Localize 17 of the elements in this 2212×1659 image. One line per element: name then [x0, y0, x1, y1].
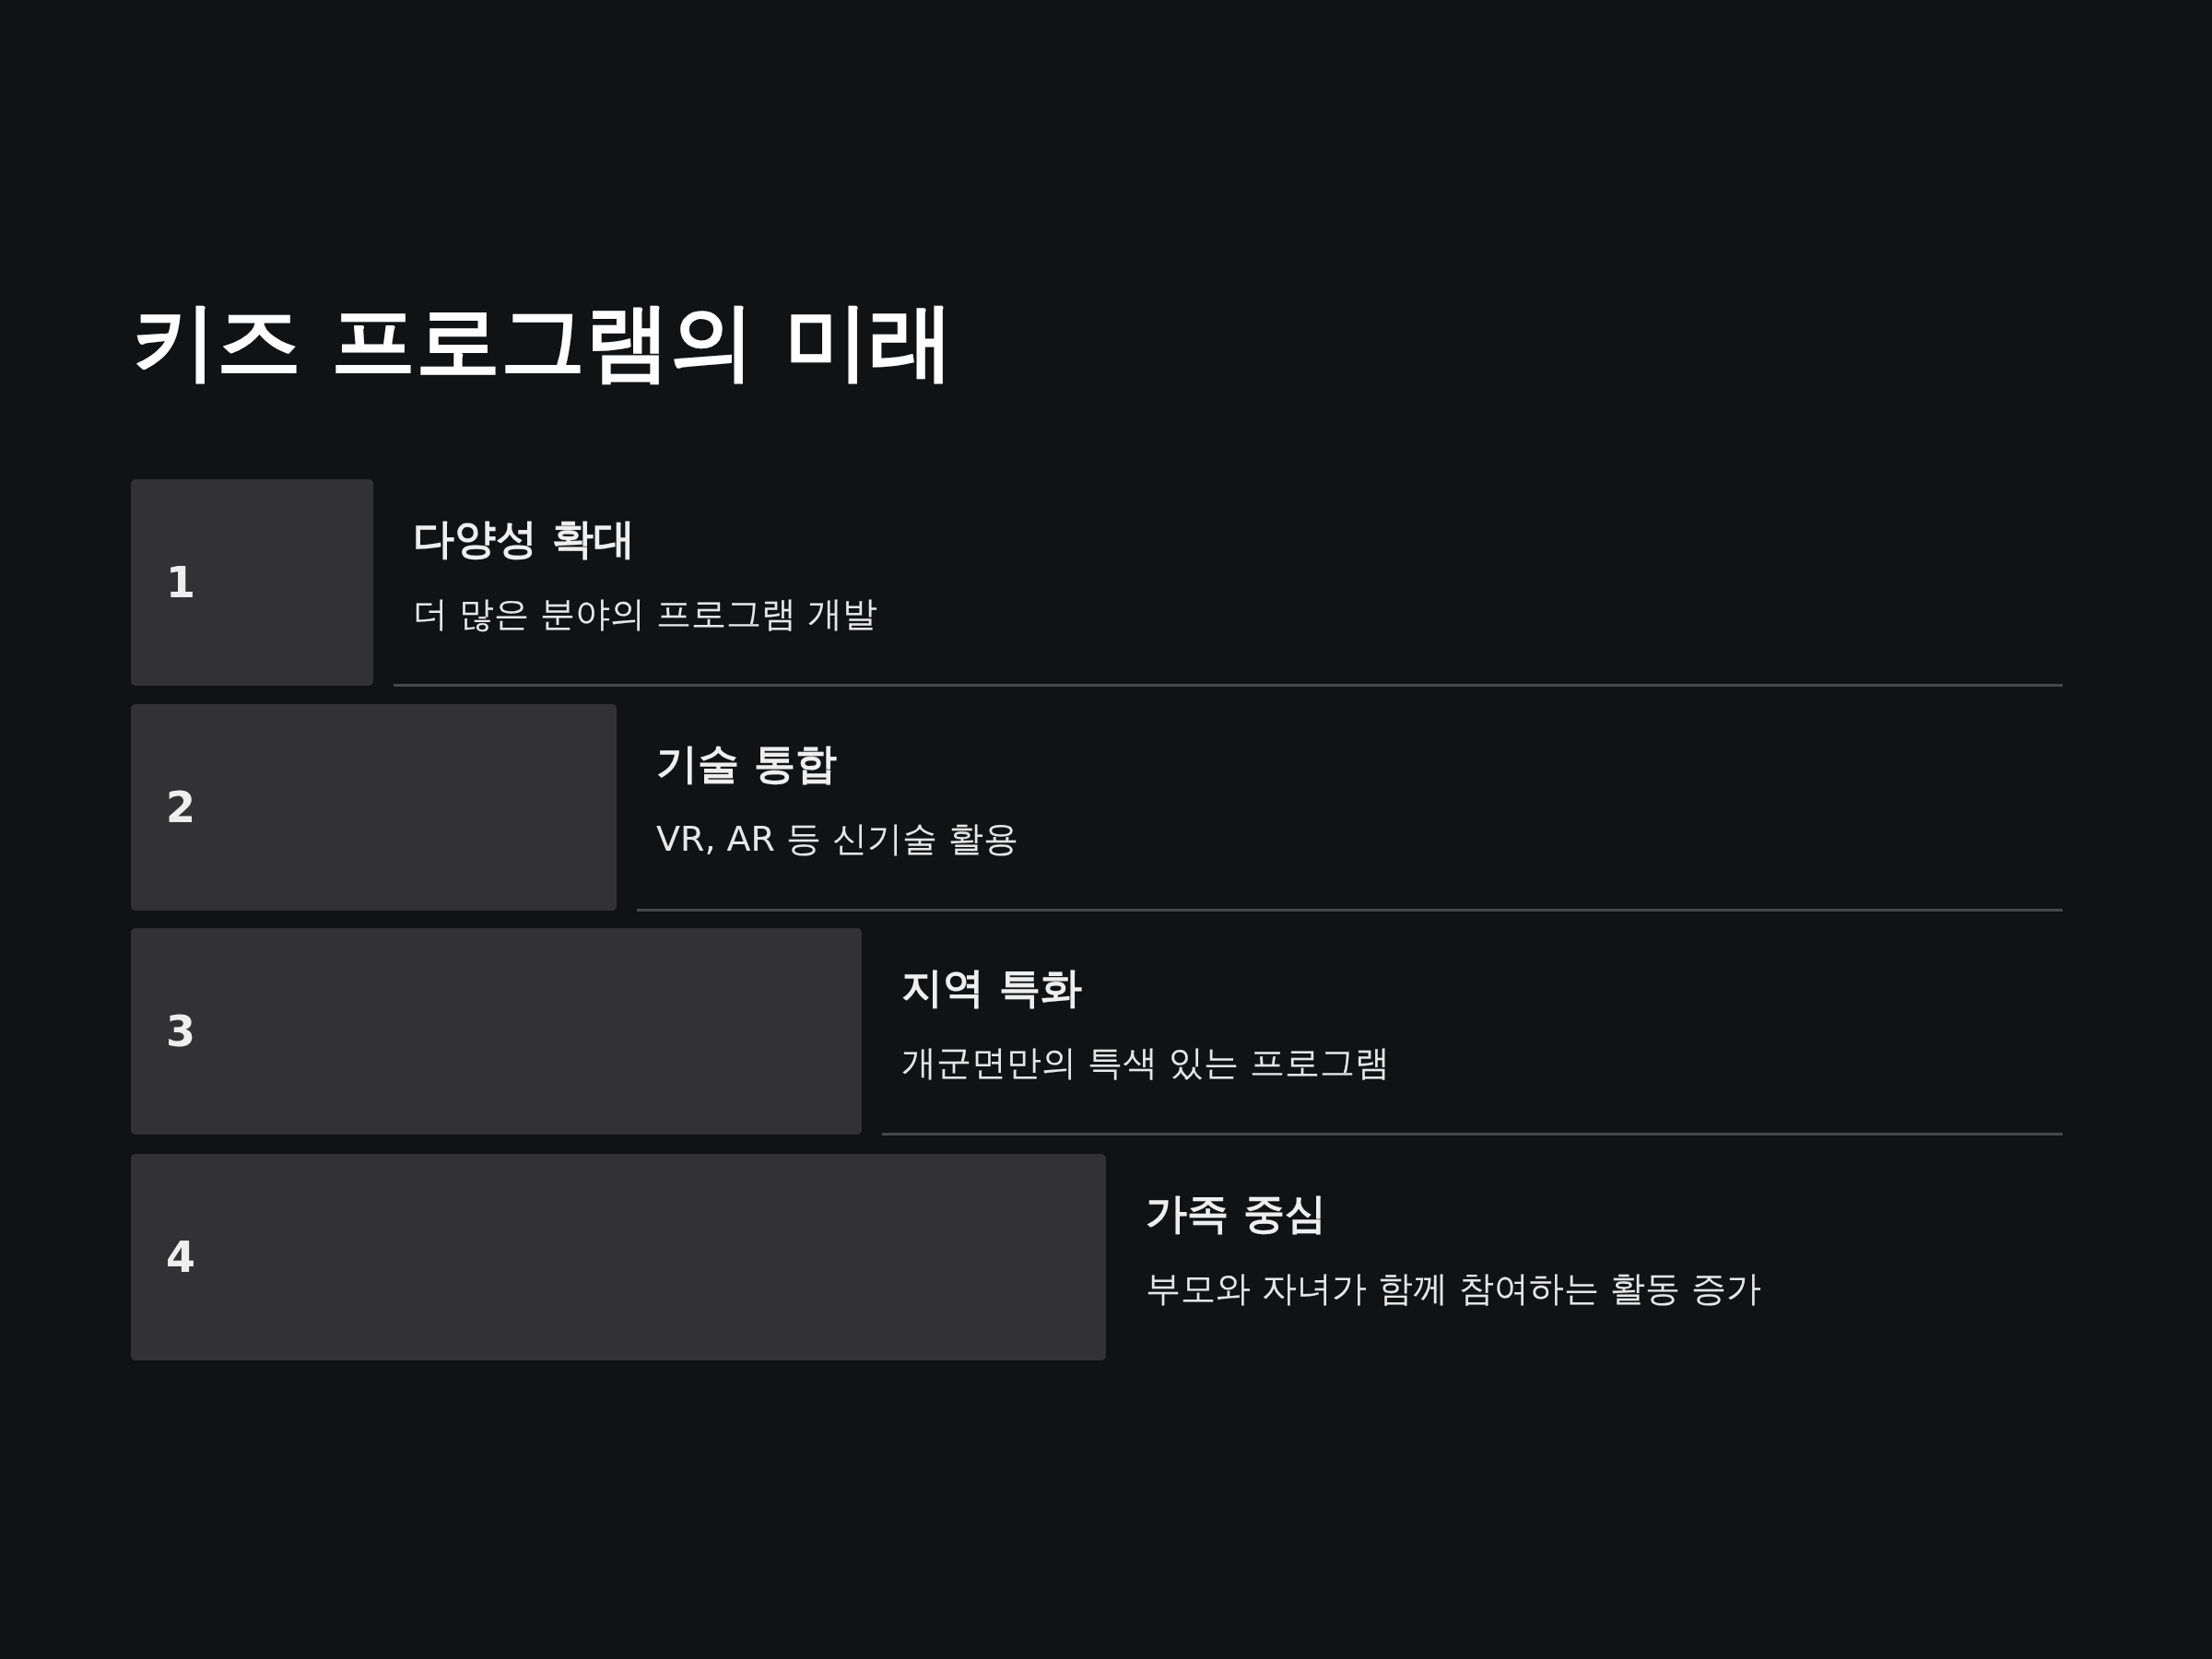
step-number: 3 — [166, 1007, 195, 1055]
step-description: 더 많은 분야의 프로그램 개발 — [413, 594, 878, 636]
step-heading: 기술 통합 — [656, 739, 837, 789]
slide-title: 키즈 프로그램의 미래 — [132, 293, 955, 391]
step-bar — [131, 1154, 1106, 1360]
step-bar — [131, 479, 373, 686]
step-heading: 지역 특화 — [901, 963, 1082, 1013]
step-number: 4 — [166, 1233, 195, 1281]
step-number: 1 — [166, 559, 195, 606]
step-bar — [131, 928, 862, 1135]
step-heading: 가족 중심 — [1146, 1189, 1326, 1239]
step-heading: 다양성 확대 — [413, 514, 635, 564]
step-description: VR, AR 등 신기술 활용 — [656, 818, 1019, 861]
step-description: 개군면만의 특색 있는 프로그램 — [901, 1042, 1391, 1085]
step-description: 부모와 자녀가 함께 참여하는 활동 증가 — [1146, 1268, 1762, 1311]
step-number: 2 — [166, 783, 195, 831]
step-bar — [131, 704, 617, 911]
